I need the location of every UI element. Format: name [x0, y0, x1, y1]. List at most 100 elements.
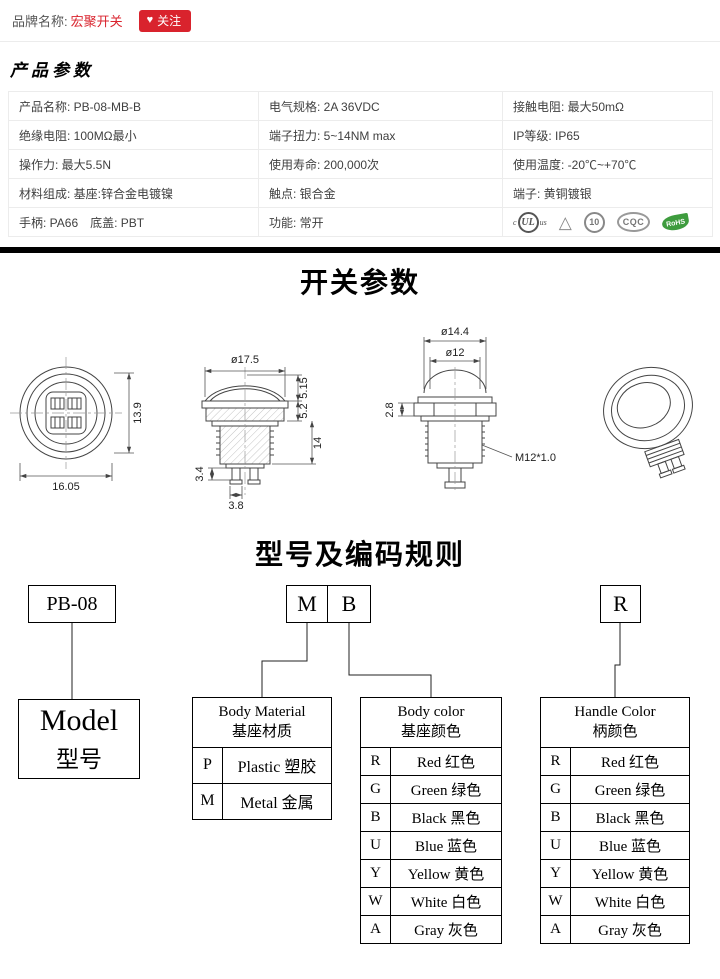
param-cell: 产品名称: PB-08-MB-B [8, 91, 259, 121]
model-code-box: PB-08 [28, 585, 116, 623]
color-desc: Blue 蓝色 [390, 830, 502, 860]
color-code: Y [360, 858, 391, 888]
params-title: 产品参数 [10, 61, 94, 80]
follow-button[interactable]: ♥ 关注 [138, 9, 192, 32]
table-row: 产品名称: PB-08-MB-B 电气规格: 2A 36VDC 接触电阻: 最大… [8, 91, 713, 121]
param-cell: 接触电阻: 最大50mΩ [502, 91, 713, 121]
code-r: R [613, 591, 628, 616]
material-code: M [192, 782, 223, 820]
code-box-b: B [327, 585, 371, 623]
table-row: A Gray 灰色 [540, 914, 690, 944]
dim-section-screw-width: 3.8 [228, 500, 243, 512]
params-table: 产品名称: PB-08-MB-B 电气规格: 2A 36VDC 接触电阻: 最大… [8, 91, 713, 237]
table-row: G Green 绿色 [540, 774, 690, 804]
param-cell: 材料组成: 基座:锌合金电镀镍 [8, 178, 259, 208]
follow-label: 关注 [157, 14, 182, 28]
color-code: R [360, 746, 391, 776]
code-m: M [297, 591, 317, 616]
material-desc: Plastic 塑胶 [222, 746, 332, 784]
table-row: 绝缘电阻: 100MΩ最小 端子扭力: 5~14NM max IP等级: IP6… [8, 120, 713, 150]
color-desc: Gray 灰色 [390, 914, 502, 944]
brand-label: 品牌名称: [12, 14, 68, 29]
table-row: 操作力: 最大5.5N 使用寿命: 200,000次 使用温度: -20℃~+7… [8, 149, 713, 179]
table-row: A Gray 灰色 [360, 914, 502, 944]
color-desc: Gray 灰色 [570, 914, 690, 944]
model-label-box: Model 型号 [18, 699, 140, 779]
code-box-m: M [286, 585, 328, 623]
brand-link[interactable]: 宏聚开关 [70, 14, 123, 29]
coding-section: PB-08 M B R Model 型号 Body Material 基座材质 … [0, 577, 720, 979]
color-desc: Yellow 黄色 [570, 858, 690, 888]
perspective-view-drawing [603, 366, 693, 479]
table-row: U Blue 蓝色 [360, 830, 502, 860]
color-code: A [360, 914, 391, 944]
dim-side-thread-label: M12*1.0 [515, 452, 556, 464]
dim-side-outer-dia: ø14.4 [441, 326, 469, 338]
color-code: G [360, 774, 391, 804]
color-code: B [540, 802, 571, 832]
dim-front-width: 16.05 [52, 481, 80, 493]
color-desc: Yellow 黄色 [390, 858, 502, 888]
switch-params-heading: 开关参数 [299, 267, 420, 298]
table-row: 材料组成: 基座:锌合金电镀镍 触点: 银合金 端子: 黄铜镀银 [8, 178, 713, 208]
dim-section-dome-height: 5.15 [298, 377, 310, 398]
table-title-cn: 基座材质 [231, 724, 292, 741]
param-cell: 使用寿命: 200,000次 [258, 149, 503, 179]
table-header-row: Handle Color 柄颜色 [540, 697, 690, 748]
table-row: B Black 黑色 [360, 802, 502, 832]
color-code: W [540, 886, 571, 916]
param-cell: 操作力: 最大5.5N [8, 149, 259, 179]
color-code: W [360, 886, 391, 916]
color-desc: Red 红色 [390, 746, 502, 776]
color-desc: White 白色 [390, 886, 502, 916]
material-code: P [192, 746, 223, 784]
handle-color-table: Handle Color 柄颜色 R Red 红色 G Green 绿色 B B… [540, 697, 690, 944]
table-title-cn: 柄颜色 [592, 724, 638, 741]
table-title-en: Body color [397, 704, 465, 720]
dim-section-thread-length: 14 [312, 437, 324, 449]
front-view-drawing: 16.05 13.9 [10, 357, 144, 493]
model-code: PB-08 [46, 592, 98, 615]
product-params-section: 产品参数 产品名称: PB-08-MB-B 电气规格: 2A 36VDC 接触电… [0, 42, 720, 237]
technical-drawings: 16.05 13.9 ø17.5 5.15 5.2 14 3.4 [10, 326, 693, 512]
color-desc: Green 绿色 [570, 774, 690, 804]
param-cell: IP等级: IP65 [502, 120, 713, 150]
table-title-en: Body Material [218, 704, 306, 720]
dim-section-top-dia: ø17.5 [231, 354, 259, 366]
material-desc: Metal 金属 [222, 782, 332, 820]
param-cell: 端子扭力: 5~14NM max [258, 120, 503, 150]
color-desc: White 白色 [570, 886, 690, 916]
color-code: U [540, 830, 571, 860]
table-header-row: Body color 基座颜色 [360, 697, 502, 748]
model-label-cn: 型号 [56, 747, 102, 772]
table-row: R Red 红色 [540, 746, 690, 776]
param-cell: 电气规格: 2A 36VDC [258, 91, 503, 121]
table-row: P Plastic 塑胶 [192, 746, 332, 784]
color-code: A [540, 914, 571, 944]
cert-vde-icon: △ [558, 212, 572, 232]
color-desc: Blue 蓝色 [570, 830, 690, 860]
section-divider [0, 247, 720, 253]
param-cell: 功能: 常开 [258, 207, 503, 237]
param-cell: 使用温度: -20℃~+70℃ [502, 149, 713, 179]
model-label-en: Model [39, 704, 119, 737]
dim-side-inner-dia: ø12 [446, 347, 465, 359]
dim-section-screw-height: 3.4 [194, 466, 206, 481]
cert-enec-icon: 10 [583, 211, 605, 233]
topbar: 品牌名称: 宏聚开关 ♥ 关注 [0, 0, 720, 42]
color-desc: Black 黑色 [570, 802, 690, 832]
cert-ul-text: UL [517, 211, 539, 233]
cert-cqc-icon: CQC [616, 212, 651, 232]
color-code: B [360, 802, 391, 832]
table-row: W White 白色 [540, 886, 690, 916]
cert-ul-prefix: c [513, 217, 517, 227]
table-row: U Blue 蓝色 [540, 830, 690, 860]
param-cell: 手柄: PA66 底盖: PBT [8, 207, 259, 237]
dim-front-height: 13.9 [132, 402, 144, 423]
code-b: B [341, 591, 357, 616]
coding-rules-heading: 型号及编码规则 [254, 539, 465, 570]
dim-section-collar-height: 5.2 [298, 403, 310, 418]
